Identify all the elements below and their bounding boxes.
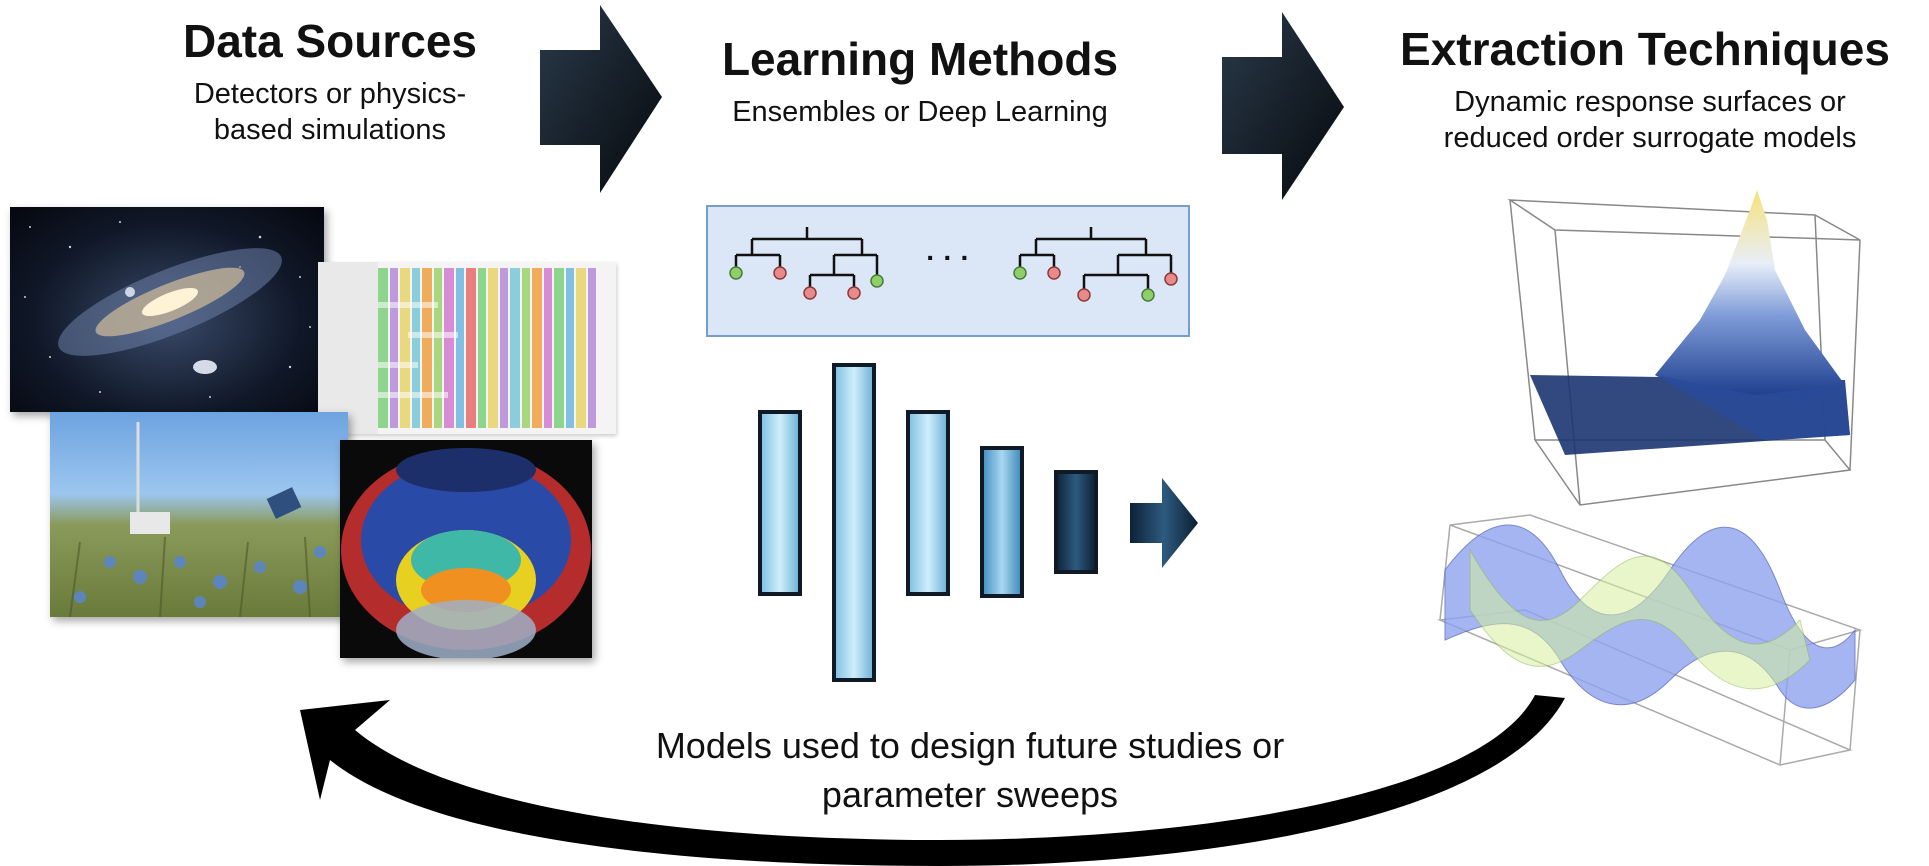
decision-tree-right <box>1013 227 1178 302</box>
neural-network-diagram <box>758 363 1198 682</box>
data-sources-subtitle-line2: based simulations <box>213 114 447 147</box>
data-sources-subtitle-line1: Detectors or physics- <box>193 78 467 110</box>
nn-layer-2 <box>832 363 876 682</box>
response-surface-plot <box>1507 190 1861 506</box>
extraction-techniques-subtitle: Dynamic response surfaces or reduced ord… <box>1380 84 1920 157</box>
nn-layer-5 <box>1054 470 1098 574</box>
nn-layer-3 <box>906 410 950 596</box>
extraction-techniques-subtitle-line1: Dynamic response surfaces or <box>1454 86 1846 118</box>
sequence-alignment-image <box>318 262 616 434</box>
feedback-caption-line1: Models used to design future studies or <box>655 725 1285 766</box>
galaxy-image <box>10 207 324 412</box>
flow-arrow-1 <box>540 5 662 193</box>
learning-methods-title: Learning Methods <box>721 33 1119 85</box>
flow-arrow-2 <box>1222 12 1344 200</box>
feedback-arrow <box>300 695 1565 866</box>
feedback-caption: Models used to design future studies or … <box>580 722 1360 819</box>
data-sources-subtitle: Detectors or physics- based simulations <box>130 76 530 149</box>
nn-layer-4 <box>980 446 1024 598</box>
learning-methods-subtitle: Ensembles or Deep Learning <box>732 96 1108 128</box>
extraction-techniques-title: Extraction Techniques <box>1400 23 1890 75</box>
surrogate-surface-plot <box>1437 514 1863 766</box>
extraction-techniques-subtitle-line2: reduced order surrogate models <box>1443 122 1857 155</box>
ensemble-ellipsis: · · · <box>926 242 970 273</box>
field-station-image <box>50 412 348 617</box>
data-sources-title: Data Sources <box>182 15 477 67</box>
simulation-heatmap-image <box>340 440 592 658</box>
nn-layer-1 <box>758 410 802 596</box>
nn-output-arrow <box>1130 478 1198 568</box>
ensemble-panel: · · · <box>706 205 1190 337</box>
decision-tree-left <box>729 227 884 300</box>
feedback-caption-line2: parameter sweeps <box>821 773 1119 815</box>
